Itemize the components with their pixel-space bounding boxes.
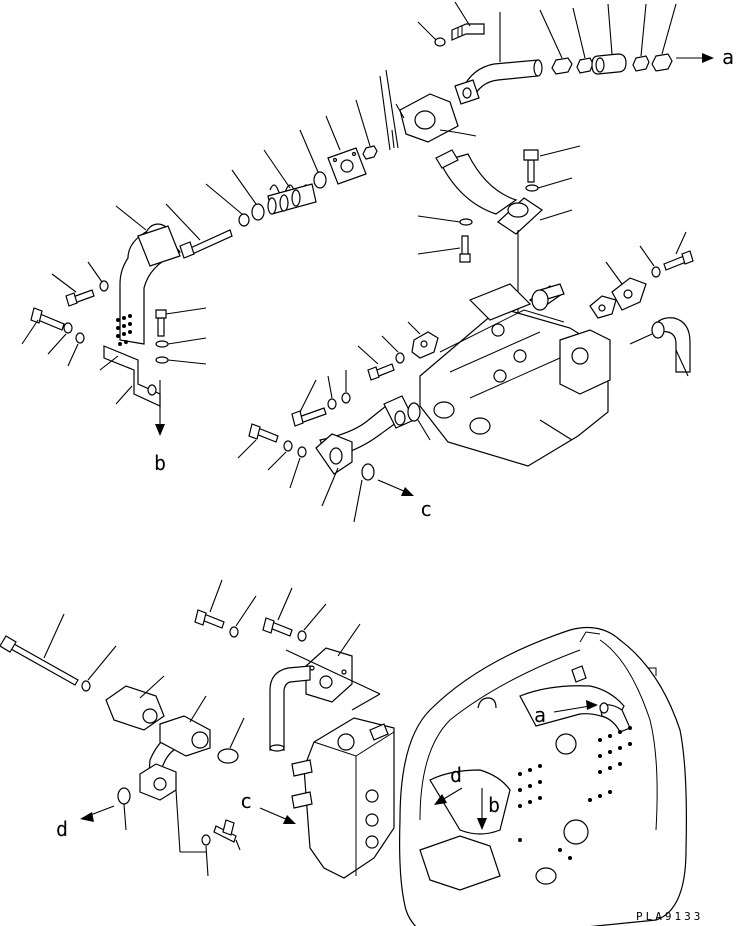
union-fitting[interactable] — [591, 3, 627, 75]
washer-lower-1[interactable] — [81, 645, 117, 692]
arrow-to-c-upper — [377, 479, 414, 496]
arrow-to-b-upper — [155, 380, 165, 436]
block-lower-1[interactable] — [105, 675, 165, 731]
long-bolt-lower[interactable] — [0, 613, 79, 686]
oring-lower-2[interactable] — [117, 787, 131, 831]
washer-lower-4[interactable] — [201, 834, 211, 877]
nut-small-mid[interactable] — [355, 99, 378, 160]
washer-lower-2[interactable] — [229, 595, 257, 638]
drawing-code: PLA9133 — [636, 910, 703, 923]
arrow-to-c-lower — [259, 807, 296, 824]
washer-c-4[interactable] — [289, 446, 307, 489]
washer-far-left-2[interactable] — [67, 332, 85, 367]
nut-2[interactable] — [572, 7, 594, 74]
washer-valve-mid[interactable] — [381, 335, 405, 364]
callout-d-lower: d — [450, 763, 462, 787]
washer-centre-2[interactable] — [417, 215, 473, 226]
washer-small[interactable] — [205, 183, 250, 227]
washer-c-2[interactable] — [341, 370, 351, 404]
callout-c-upper: c — [420, 497, 432, 521]
tube-top[interactable] — [461, 12, 543, 102]
callout-b-upper: b — [154, 451, 166, 475]
washer-right-upper[interactable] — [639, 245, 661, 278]
pipe-lower-left[interactable] — [139, 695, 211, 853]
hose-right[interactable] — [629, 317, 691, 377]
arrow-to-d-left — [80, 805, 115, 822]
elbow-pipe-centre[interactable] — [435, 149, 543, 235]
nut-1[interactable] — [539, 9, 573, 75]
arrow-to-a-top — [676, 53, 714, 63]
control-valve-lower[interactable] — [291, 717, 395, 879]
flange-right[interactable] — [605, 261, 647, 311]
oring-c-1[interactable] — [407, 402, 431, 441]
arrow-to-a-lower — [553, 700, 598, 713]
callout-a-top: a — [722, 45, 734, 69]
washer-far-left-1[interactable] — [47, 322, 73, 355]
bolt-valve-mid[interactable] — [357, 345, 395, 381]
long-leader-lines — [379, 69, 399, 151]
nut-3[interactable] — [632, 3, 650, 72]
washer-centre-1[interactable] — [525, 177, 573, 192]
elbow-flange[interactable] — [391, 93, 477, 149]
bracket[interactable] — [99, 345, 161, 407]
bolt-left-1[interactable] — [51, 273, 95, 307]
gasket-valve-top[interactable] — [407, 321, 439, 359]
pipe-c[interactable] — [315, 395, 415, 475]
gasket-right[interactable] — [589, 295, 617, 319]
oring-lower-1[interactable] — [217, 717, 245, 764]
arrow-to-d-lower — [434, 787, 463, 805]
callout-a-lower: a — [534, 703, 546, 727]
bolt-far-left[interactable] — [21, 307, 65, 345]
bolt-bracket[interactable] — [155, 307, 207, 337]
nut-4[interactable] — [651, 3, 677, 72]
bolt-c-2[interactable] — [237, 423, 279, 459]
bolt-top[interactable] — [451, 1, 485, 41]
arrow-to-b-lower — [477, 788, 487, 830]
tube-flange-top[interactable] — [454, 79, 480, 105]
bolt-centre-2[interactable] — [417, 209, 573, 263]
hose-lower[interactable] — [269, 665, 311, 752]
washer-c-3[interactable] — [267, 440, 293, 471]
washer-lower-3[interactable] — [297, 603, 327, 642]
bolt-lower-2[interactable] — [194, 579, 225, 629]
cover-plate[interactable] — [325, 115, 367, 185]
bolt-c-1[interactable] — [291, 379, 327, 427]
washer-top[interactable] — [417, 21, 446, 47]
long-bolt[interactable] — [165, 203, 233, 259]
washer-bracket-2[interactable] — [155, 356, 207, 365]
washer-spring[interactable] — [231, 169, 265, 221]
bolt-right-upper[interactable] — [663, 231, 694, 271]
flange-lower[interactable] — [285, 623, 381, 711]
outlet-pipe[interactable] — [115, 205, 181, 346]
washer-bracket-1[interactable] — [155, 337, 207, 348]
oring-c-2[interactable] — [321, 463, 375, 523]
callout-b-lower: b — [488, 793, 500, 817]
washer-left-1[interactable] — [87, 261, 109, 292]
transmission-case[interactable] — [399, 627, 687, 926]
bolt-lower-3[interactable] — [262, 587, 293, 637]
control-valve-upper[interactable] — [419, 283, 611, 467]
callout-c-lower: c — [240, 789, 252, 813]
washer-mid[interactable] — [299, 129, 327, 189]
bolt-lower-4[interactable] — [213, 819, 241, 851]
spring[interactable] — [263, 149, 317, 215]
callout-d-left: d — [56, 817, 68, 841]
washer-c-1[interactable] — [327, 375, 337, 410]
